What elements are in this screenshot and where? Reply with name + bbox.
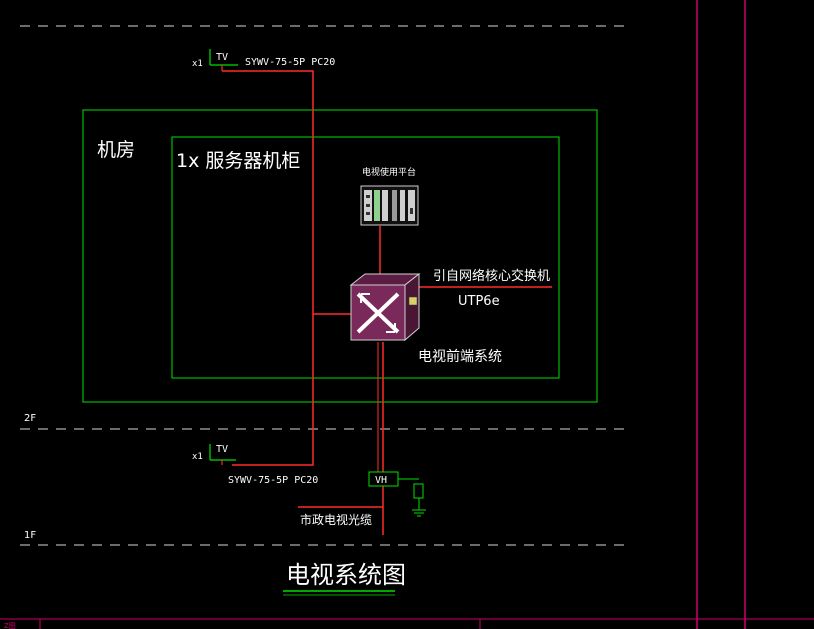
ground-symbol-icon xyxy=(398,478,426,517)
platform-device-icon xyxy=(360,185,419,226)
switch-device-icon xyxy=(349,272,421,342)
city-cable-label: 市政电视光缆 xyxy=(300,512,372,527)
diagram-title: 电视系统图 xyxy=(286,561,406,589)
cabinet-label: 1x 服务器机柜 xyxy=(176,150,300,172)
switch-cable-label: UTP6e xyxy=(458,294,500,309)
floor-2f-label: 2F xyxy=(24,413,36,424)
floor-1f-label: 1F xyxy=(24,530,36,541)
room-label: 机房 xyxy=(97,139,135,161)
vh-label: VH xyxy=(375,475,387,486)
top-tv-outlet xyxy=(209,49,238,71)
headend-label: 电视前端系统 xyxy=(418,348,502,365)
floor-lines xyxy=(20,25,630,546)
top-outlet-cable-spec: SYWV-75-5P PC20 xyxy=(245,57,335,68)
top-outlet-qty: x1 xyxy=(192,59,203,69)
cabinet-boundary xyxy=(171,136,560,379)
top-outlet-label: TV xyxy=(216,52,228,63)
platform-label: 电视使用平台 xyxy=(362,166,416,178)
bottom-tv-outlet xyxy=(209,444,236,465)
cables xyxy=(222,70,552,535)
switch-source-label: 引自网络核心交换机 xyxy=(433,268,550,284)
bottom-outlet-qty: x1 xyxy=(192,452,203,462)
bottom-outlet-label: TV xyxy=(216,444,228,455)
corner-mark: Z图 xyxy=(4,622,16,629)
room-boundary xyxy=(82,109,598,403)
bottom-outlet-cable-spec: SYWV-75-5P PC20 xyxy=(228,475,318,486)
top-outlet-cable xyxy=(222,70,314,466)
